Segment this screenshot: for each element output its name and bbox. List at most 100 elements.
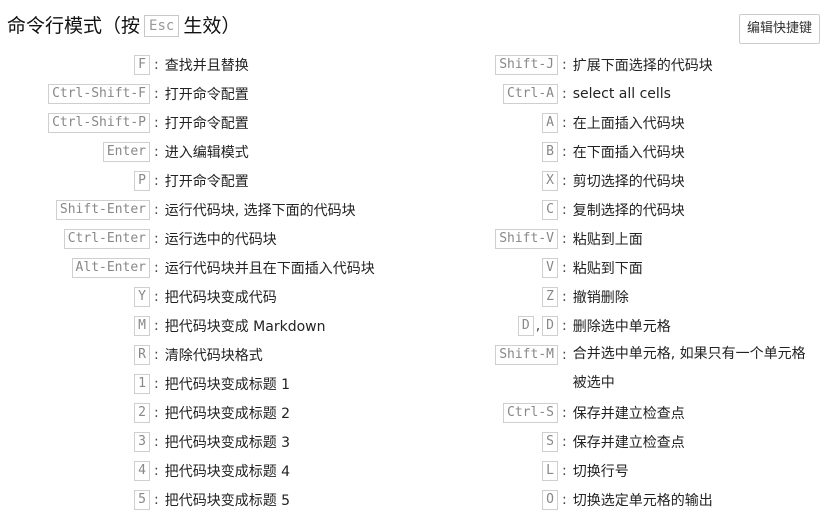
key-cap: P bbox=[134, 170, 150, 191]
edit-shortcuts-button[interactable]: 编辑快捷键 bbox=[738, 14, 820, 44]
shortcut-keys: L bbox=[423, 460, 562, 481]
colon-separator: : bbox=[562, 230, 567, 247]
colon-separator: : bbox=[562, 114, 567, 131]
shortcut-keys: F bbox=[0, 54, 154, 75]
esc-key: Esc bbox=[144, 15, 180, 37]
shortcut-row: M:把代码块变成 Markdown bbox=[0, 311, 375, 340]
shortcut-row: Ctrl-Enter: 运行选中的代码块 bbox=[0, 224, 375, 253]
key-cap: 5 bbox=[134, 489, 150, 510]
colon-separator: : bbox=[562, 433, 567, 450]
colon-separator: : bbox=[562, 259, 567, 276]
shortcut-description: 运行代码块, 选择下面的代码块 bbox=[164, 202, 356, 219]
shortcut-row: S:保存并建立检查点 bbox=[423, 427, 818, 456]
shortcut-description: 粘贴到上面 bbox=[572, 231, 643, 248]
shortcut-row: A: 在上面插入代码块 bbox=[423, 108, 818, 137]
shortcut-row: 4:把代码块变成标题 4 bbox=[0, 456, 375, 485]
colon-separator: : bbox=[562, 56, 567, 73]
shortcut-row: Ctrl-S: 保存并建立检查点 bbox=[423, 398, 818, 427]
shortcut-keys: Alt-Enter bbox=[0, 257, 154, 278]
shortcut-description: 运行选中的代码块 bbox=[164, 231, 277, 248]
colon-separator: : bbox=[154, 201, 159, 218]
shortcut-description: 把代码块变成 Markdown bbox=[164, 318, 326, 335]
colon-separator: : bbox=[154, 433, 159, 450]
shortcut-description: 在下面插入代码块 bbox=[572, 144, 685, 161]
key-cap: C bbox=[542, 199, 558, 220]
key-cap: 2 bbox=[134, 402, 150, 423]
key-cap: B bbox=[542, 141, 558, 162]
shortcut-description: 把代码块变成标题 5 bbox=[164, 492, 291, 509]
shortcut-description: 切换行号 bbox=[572, 463, 629, 480]
shortcut-row: C:复制选择的代码块 bbox=[423, 195, 818, 224]
shortcut-row: D,D:删除选中单元格 bbox=[423, 311, 818, 340]
shortcut-row: X:剪切选择的代码块 bbox=[423, 166, 818, 195]
shortcut-keys: Ctrl-Shift-F bbox=[0, 83, 154, 104]
shortcut-keys: Enter bbox=[0, 141, 154, 162]
colon-separator: : bbox=[154, 404, 159, 421]
shortcut-description: 打开命令配置 bbox=[164, 86, 249, 103]
colon-separator: : bbox=[562, 317, 567, 334]
key-cap: V bbox=[542, 257, 558, 278]
colon-separator: : bbox=[562, 491, 567, 508]
shortcut-row: 3:把代码块变成标题 3 bbox=[0, 427, 375, 456]
key-cap: A bbox=[542, 112, 558, 133]
key-cap: Ctrl-S bbox=[503, 402, 558, 423]
shortcut-description: 运行代码块并且在下面插入代码块 bbox=[164, 260, 375, 277]
shortcut-row: O:切换选定单元格的输出 bbox=[423, 485, 818, 514]
shortcut-keys: C bbox=[423, 199, 562, 220]
colon-separator: : bbox=[562, 85, 567, 102]
colon-separator: : bbox=[154, 56, 159, 73]
shortcut-row: Y:把代码块变成代码 bbox=[0, 282, 375, 311]
shortcut-row: B: 在下面插入代码块 bbox=[423, 137, 818, 166]
shortcut-row: Shift-V: 粘贴到上面 bbox=[423, 224, 818, 253]
shortcut-description: 剪切选择的代码块 bbox=[572, 173, 685, 190]
shortcut-description: 进入编辑模式 bbox=[164, 144, 249, 161]
colon-separator: : bbox=[154, 491, 159, 508]
key-cap: M bbox=[134, 315, 150, 336]
title-suffix: 生效） bbox=[183, 15, 241, 37]
shortcut-keys: Shift-M bbox=[423, 340, 562, 369]
shortcut-keys: 3 bbox=[0, 431, 154, 452]
shortcut-keys: 5 bbox=[0, 489, 154, 510]
shortcut-list-left: F:查找并且替换 Ctrl-Shift-F: 打开命令配置 Ctrl-Shift-P:… bbox=[0, 50, 375, 514]
key-cap: X bbox=[542, 170, 558, 191]
shortcut-keys: Ctrl-Enter bbox=[0, 228, 154, 249]
shortcut-keys: B bbox=[423, 141, 562, 162]
colon-separator: : bbox=[562, 404, 567, 421]
shortcut-keys: S bbox=[423, 431, 562, 452]
key-cap: F bbox=[134, 54, 150, 75]
shortcut-keys: Ctrl-Shift-P bbox=[0, 112, 154, 133]
colon-separator: : bbox=[154, 143, 159, 160]
shortcut-keys: A bbox=[423, 112, 562, 133]
shortcut-row: Z:撤销删除 bbox=[423, 282, 818, 311]
shortcut-row: F:查找并且替换 bbox=[0, 50, 375, 79]
shortcut-row: Ctrl-A:select all cells bbox=[423, 79, 818, 108]
key-separator: , bbox=[535, 317, 541, 334]
key-cap: Ctrl-Shift-F bbox=[48, 83, 150, 104]
shortcut-description: select all cells bbox=[572, 85, 671, 102]
shortcut-row: R:清除代码块格式 bbox=[0, 340, 375, 369]
colon-separator: : bbox=[562, 288, 567, 305]
shortcut-description: 在上面插入代码块 bbox=[572, 115, 685, 132]
shortcut-description: 合并选中单元格, 如果只有一个单元格被选中 bbox=[572, 346, 806, 391]
key-cap: S bbox=[542, 431, 558, 452]
key-cap: Shift-M bbox=[495, 344, 558, 365]
shortcut-row: Enter: 进入编辑模式 bbox=[0, 137, 375, 166]
shortcut-keys: Shift-V bbox=[423, 228, 562, 249]
shortcut-description: 把代码块变成标题 1 bbox=[164, 376, 291, 393]
key-cap: Enter bbox=[102, 141, 150, 162]
shortcut-description: 复制选择的代码块 bbox=[572, 202, 685, 219]
shortcut-row: 2:把代码块变成标题 2 bbox=[0, 398, 375, 427]
colon-separator: : bbox=[154, 462, 159, 479]
shortcut-row: Shift-M:合并选中单元格, 如果只有一个单元格被选中 bbox=[423, 340, 818, 398]
shortcut-row: 1:把代码块变成标题 1 bbox=[0, 369, 375, 398]
title-prefix: 命令行模式（按 bbox=[7, 15, 141, 37]
colon-separator: : bbox=[154, 114, 159, 131]
shortcut-description: 保存并建立检查点 bbox=[572, 405, 685, 422]
shortcut-row: V:粘贴到下面 bbox=[423, 253, 818, 282]
shortcut-description: 打开命令配置 bbox=[164, 173, 249, 190]
colon-separator: : bbox=[154, 230, 159, 247]
key-cap: Shift-V bbox=[495, 228, 558, 249]
shortcut-row: 5: 把代码块变成标题 5 bbox=[0, 485, 375, 514]
shortcut-description: 把代码块变成标题 4 bbox=[164, 463, 291, 480]
colon-separator: : bbox=[562, 143, 567, 160]
